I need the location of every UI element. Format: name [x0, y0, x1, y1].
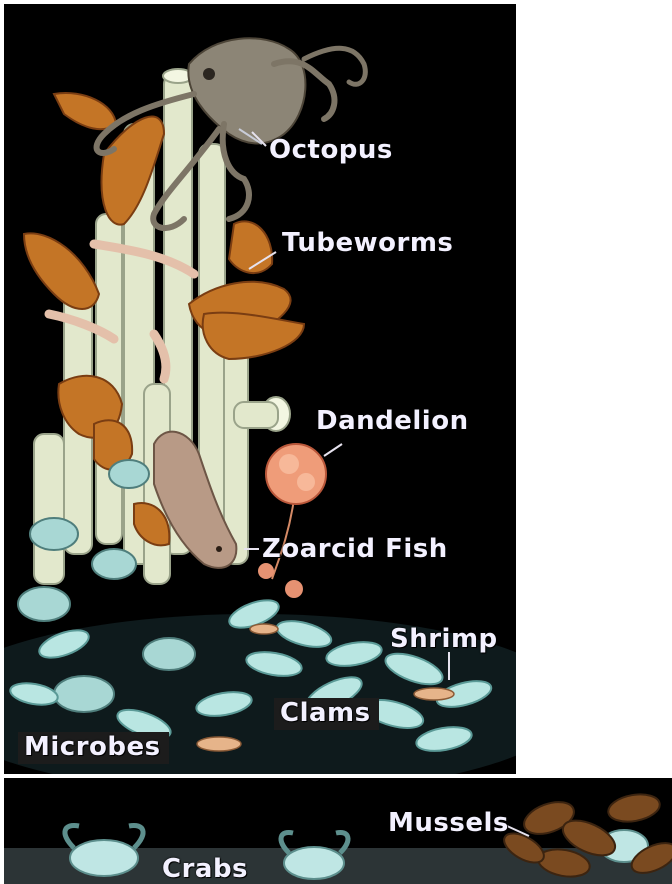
label-zoarcid-fish: Zoarcid Fish — [262, 534, 448, 564]
vent-community-illustration: Octopus Tubeworms Dandelion Zoarcid Fish… — [4, 4, 516, 774]
label-dandelion: Dandelion — [316, 406, 469, 436]
label-clams: Clams — [274, 698, 379, 730]
dandelion-illustration — [258, 444, 342, 598]
label-mussels: Mussels — [388, 808, 509, 838]
label-shrimp: Shrimp — [390, 624, 498, 654]
vent-floor-art — [4, 778, 672, 884]
vent-floor-illustration: Mussels Crabs — [4, 778, 672, 884]
vent-scene-art — [4, 4, 516, 774]
label-crabs: Crabs — [162, 854, 248, 884]
label-microbes: Microbes — [18, 732, 169, 764]
label-octopus: Octopus — [269, 135, 393, 165]
label-tubeworms: Tubeworms — [282, 228, 453, 258]
